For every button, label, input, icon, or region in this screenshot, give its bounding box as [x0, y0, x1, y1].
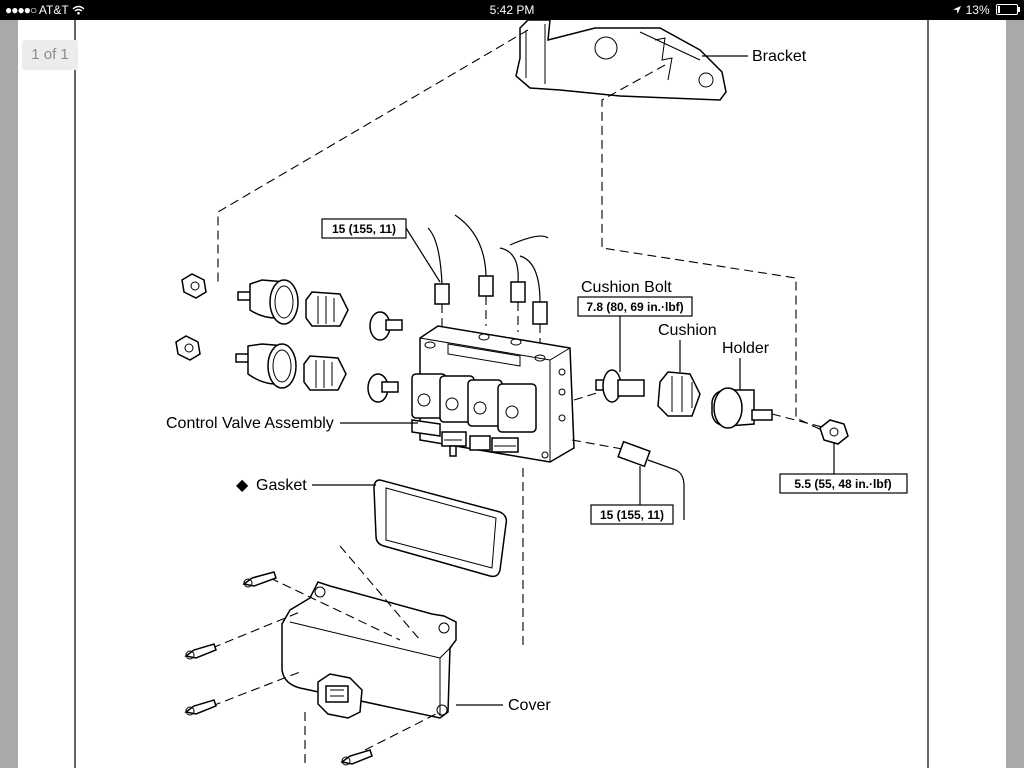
wifi-icon — [72, 5, 85, 15]
left-mount-row-2 — [175, 335, 399, 403]
location-arrow-icon — [953, 6, 962, 14]
assembly-line-right — [571, 439, 629, 451]
left-mount-row-1 — [181, 273, 403, 341]
label-control-valve-assembly: Control Valve Assembly — [166, 415, 334, 432]
carrier-name: AT&T — [38, 3, 69, 17]
label-gasket: Gasket — [256, 477, 307, 494]
pipe-dash-lines — [441, 296, 541, 350]
assembly-line-right-mount — [573, 391, 827, 429]
label-cushion: Cushion — [658, 322, 717, 339]
label-cushion-bolt: Cushion Bolt — [581, 279, 672, 296]
pipe-bottom-part — [617, 440, 685, 520]
status-bar: ●●●●○ AT&T 5:42 PM 13% — [0, 0, 1024, 20]
control-valve-assembly-part — [411, 325, 575, 463]
cover-part — [281, 581, 457, 719]
gasket-marker-icon: ◆ — [236, 477, 249, 494]
cover-dash-lines — [211, 545, 441, 768]
torque-box-nut-right — [779, 473, 908, 494]
torque-box-cushion-bolt — [577, 296, 693, 317]
battery-icon — [996, 4, 1020, 15]
battery-percentage: 13% — [965, 3, 990, 17]
gasket-part — [373, 479, 508, 578]
bracket-part — [515, 19, 727, 101]
cover-screws — [184, 571, 373, 766]
signal-strength-icon: ●●●●○ — [5, 3, 37, 17]
leader-torque-pipe-top — [405, 227, 441, 283]
label-bracket: Bracket — [752, 48, 807, 65]
label-cover: Cover — [508, 697, 551, 714]
torque-spec-nut-right: 5.5 (55, 48 in.·lbf) — [794, 477, 891, 491]
torque-spec-cushion-bolt: 7.8 (80, 69 in.·lbf) — [586, 300, 683, 314]
clock: 5:42 PM — [489, 3, 535, 17]
brake-pipes — [427, 214, 549, 325]
assembly-line-bracket-left — [217, 29, 529, 286]
right-mount-parts — [595, 369, 849, 445]
torque-spec-pipe-top: 15 (155, 11) — [332, 222, 396, 236]
torque-spec-pipe-bottom: 15 (155, 11) — [600, 508, 664, 522]
page-indicator: 1 of 1 — [22, 40, 78, 70]
label-holder: Holder — [722, 340, 770, 357]
torque-box-pipe-bottom — [590, 504, 674, 525]
assembly-line-bracket-right — [601, 64, 827, 433]
